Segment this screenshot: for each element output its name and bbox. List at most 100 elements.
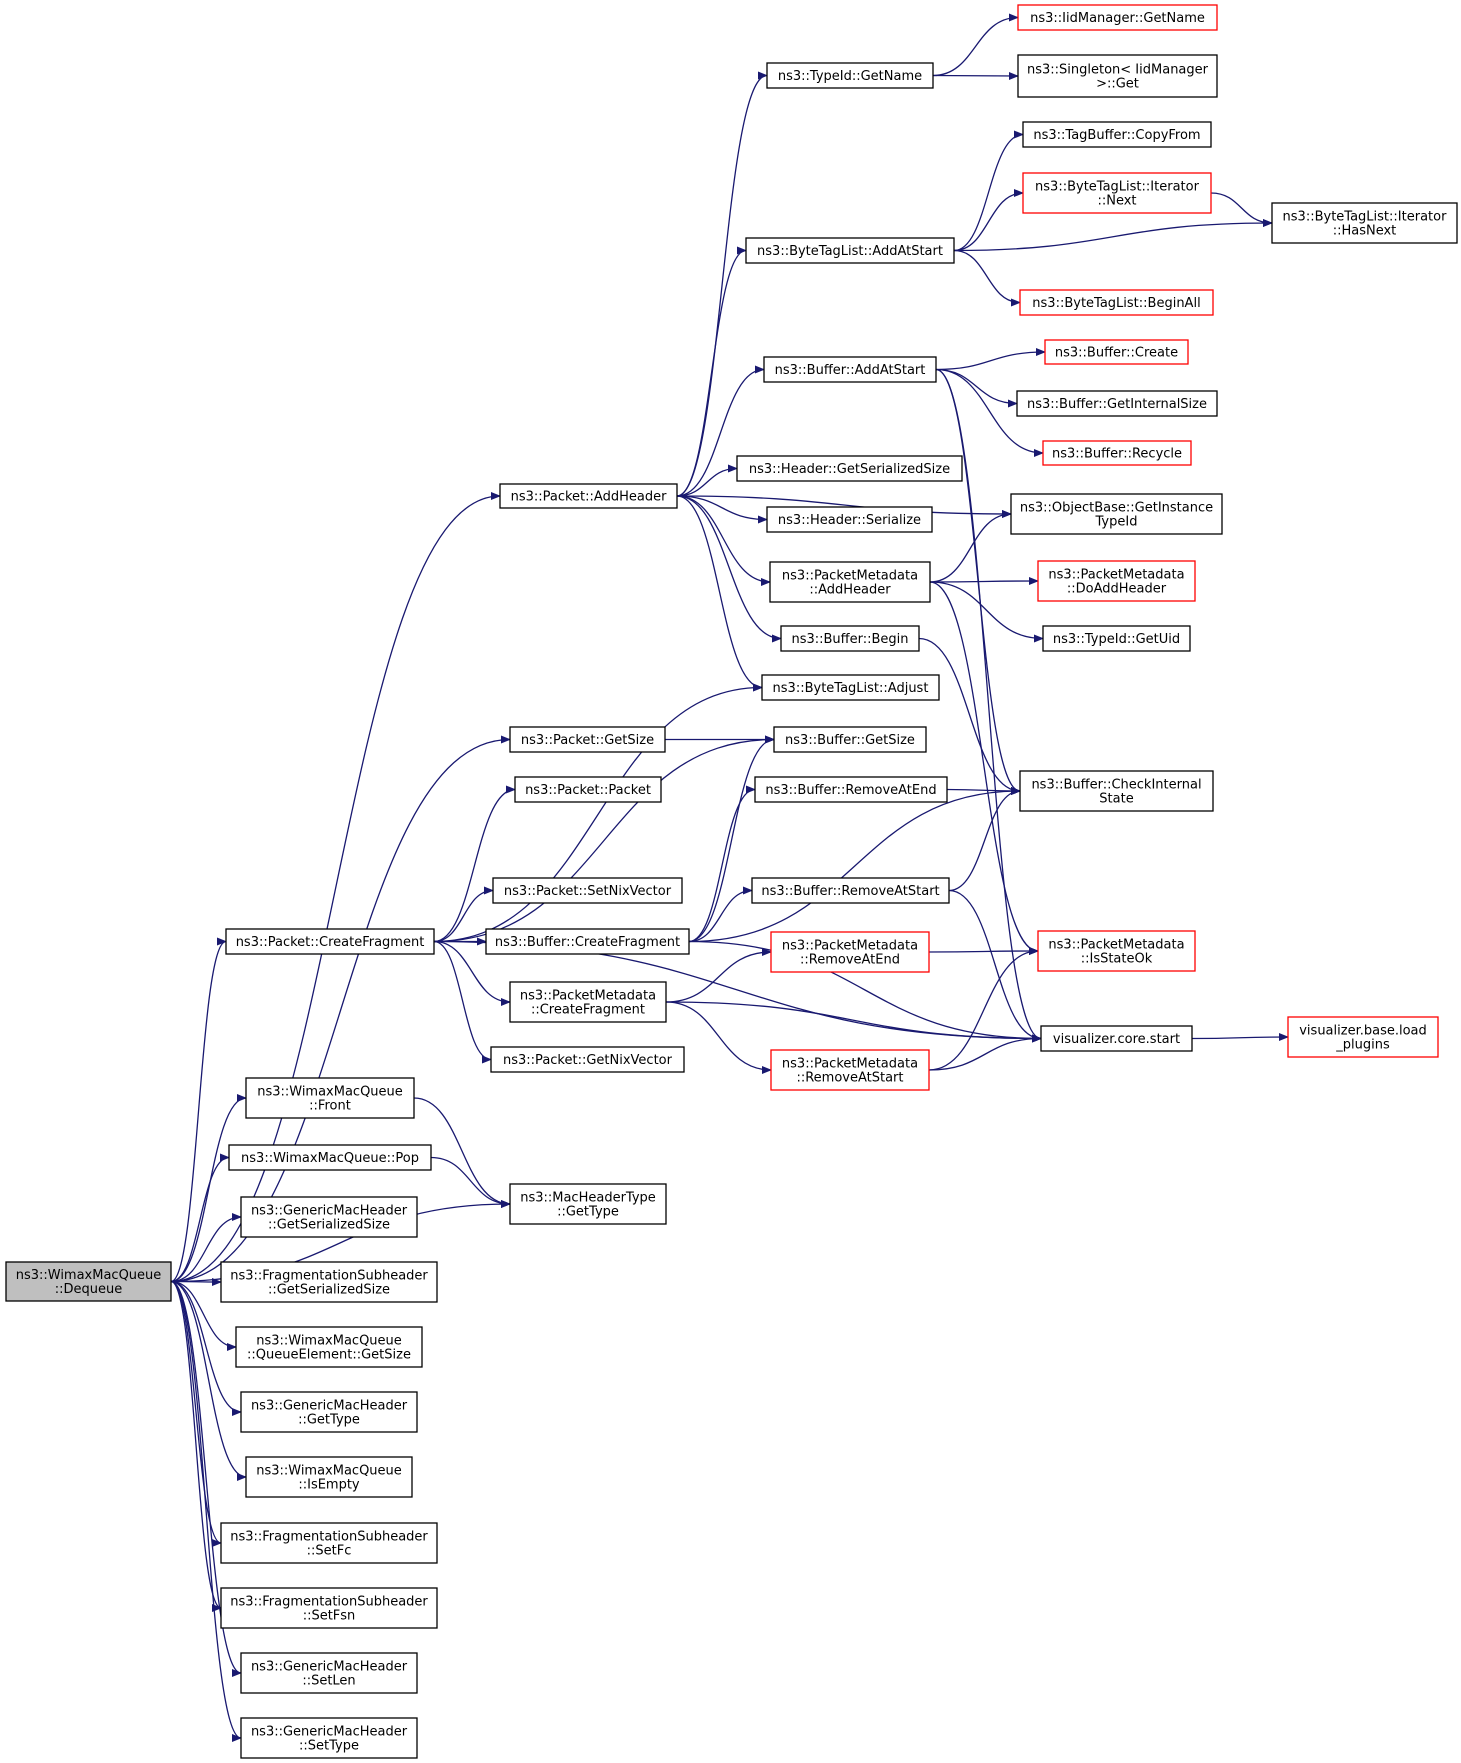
node-box xyxy=(245,1077,415,1119)
edge-btlAddAtStart-to-btlHasNext xyxy=(953,219,1273,252)
node-tagCopyFrom[interactable]: ns3::TagBuffer::CopyFrom xyxy=(1022,121,1212,148)
node-box xyxy=(745,237,955,264)
edge-dequeue-to-wmqIsEmpty xyxy=(170,1280,247,1481)
node-hdrGetSerSize[interactable]: ns3::Header::GetSerializedSize xyxy=(736,455,963,482)
node-box xyxy=(766,62,934,89)
node-box xyxy=(5,1261,172,1302)
node-qeGetSize[interactable]: ns3::WimaxMacQueue::QueueElement::GetSiz… xyxy=(235,1326,423,1368)
node-label: ns3::TypeId::GetUid xyxy=(1053,632,1180,647)
node-box xyxy=(235,1326,423,1368)
node-box xyxy=(1019,289,1214,316)
node-label: ::SetFc xyxy=(307,1544,352,1559)
node-hdrSerialize[interactable]: ns3::Header::Serialize xyxy=(766,506,933,533)
edge-bufCreateFragment-to-bufRemoveAtStart xyxy=(688,886,753,943)
node-btlBeginAll[interactable]: ns3::ByteTagList::BeginAll xyxy=(1019,289,1214,316)
edge-pmAddHeader-to-pmDoAddHeader xyxy=(929,577,1039,586)
node-gmhGetSerSize[interactable]: ns3::GenericMacHeader::GetSerializedSize xyxy=(240,1196,418,1238)
node-typeIdGetUid[interactable]: ns3::TypeId::GetUid xyxy=(1042,625,1191,652)
node-label: ::SetLen xyxy=(302,1674,355,1689)
node-pmIsStateOk[interactable]: ns3::PacketMetadata::IsStateOk xyxy=(1037,930,1196,972)
node-pktGetNix[interactable]: ns3::Packet::GetNixVector xyxy=(490,1046,685,1073)
node-bufBegin[interactable]: ns3::Buffer::Begin xyxy=(780,625,920,652)
node-addHeader[interactable]: ns3::Packet::AddHeader xyxy=(499,483,678,509)
node-gmhSetType[interactable]: ns3::GenericMacHeader::SetType xyxy=(240,1717,418,1759)
node-box xyxy=(763,356,937,383)
node-wmqFront[interactable]: ns3::WimaxMacQueue::Front xyxy=(245,1077,415,1119)
node-pmDoAddHeader[interactable]: ns3::PacketMetadata::DoAddHeader xyxy=(1037,560,1196,602)
node-label: visualizer.core.start xyxy=(1053,1032,1180,1047)
node-btlNext[interactable]: ns3::ByteTagList::Iterator::Next xyxy=(1022,172,1212,214)
node-fsSetFsn[interactable]: ns3::FragmentationSubheader::SetFsn xyxy=(220,1587,438,1629)
node-box xyxy=(1010,493,1223,535)
node-box xyxy=(485,928,690,955)
node-label: ::QueueElement::GetSize xyxy=(247,1348,411,1363)
edge-addHeader-to-btlAdjust xyxy=(676,495,763,692)
node-wmqPop[interactable]: ns3::WimaxMacQueue::Pop xyxy=(228,1144,432,1171)
node-bufCreateFragment[interactable]: ns3::Buffer::CreateFragment xyxy=(485,928,690,955)
node-vizLoad[interactable]: visualizer.base.load_plugins xyxy=(1287,1016,1439,1058)
node-bufGetSize[interactable]: ns3::Buffer::GetSize xyxy=(773,726,927,753)
edge-bufRemoveAtStart-to-vizStart xyxy=(948,889,1042,1043)
node-label: ::IsEmpty xyxy=(298,1478,360,1493)
node-label: ns3::FragmentationSubheader xyxy=(230,1530,428,1545)
edge-pmRemoveAtEnd-to-pmIsStateOk xyxy=(928,947,1039,956)
node-bufRemoveAtEnd[interactable]: ns3::Buffer::RemoveAtEnd xyxy=(754,776,948,803)
node-btlAdjust[interactable]: ns3::ByteTagList::Adjust xyxy=(761,674,940,701)
node-label: ns3::Buffer::RemoveAtEnd xyxy=(765,783,936,798)
node-gmhGetType[interactable]: ns3::GenericMacHeader::GetType xyxy=(240,1391,418,1433)
node-label: ns3::Buffer::GetSize xyxy=(785,733,915,748)
node-iidGetName[interactable]: ns3::IidManager::GetName xyxy=(1017,4,1218,31)
node-gmhSetLen[interactable]: ns3::GenericMacHeader::SetLen xyxy=(240,1652,418,1694)
edge-pktCreateFragment-to-pktPacket xyxy=(433,785,516,943)
edge-dequeue-to-wmqPop xyxy=(170,1153,230,1283)
node-pmRemoveAtEnd[interactable]: ns3::PacketMetadata::RemoveAtEnd xyxy=(770,931,930,973)
node-bufRemoveAtStart[interactable]: ns3::Buffer::RemoveAtStart xyxy=(751,877,950,904)
node-fsSetFc[interactable]: ns3::FragmentationSubheader::SetFc xyxy=(220,1522,438,1564)
edge-bufAddAtStart-to-vizStart xyxy=(935,368,1042,1043)
edge-bufRemoveAtEnd-to-bufCheckInternal xyxy=(946,786,1021,795)
edge-dequeue-to-pktCreateFragment xyxy=(170,937,227,1283)
node-label: ns3::ByteTagList::AddAtStart xyxy=(757,244,943,259)
node-typeIdGetName[interactable]: ns3::TypeId::GetName xyxy=(766,62,934,89)
node-wmqIsEmpty[interactable]: ns3::WimaxMacQueue::IsEmpty xyxy=(245,1456,413,1498)
node-bufRecycle[interactable]: ns3::Buffer::Recycle xyxy=(1042,440,1192,466)
node-vizStart[interactable]: visualizer.core.start xyxy=(1040,1025,1193,1052)
node-label: ns3::GenericMacHeader xyxy=(251,1660,408,1675)
node-bufCreate[interactable]: ns3::Buffer::Create xyxy=(1044,339,1189,365)
node-label: TypeId xyxy=(1095,515,1138,530)
node-mhtGetType[interactable]: ns3::MacHeaderType::GetType xyxy=(509,1183,667,1225)
node-label: ns3::TypeId::GetName xyxy=(778,69,922,84)
node-pktCreateFragment[interactable]: ns3::Packet::CreateFragment xyxy=(225,928,435,955)
node-label: State xyxy=(1099,792,1133,807)
node-bufGetInternalSize[interactable]: ns3::Buffer::GetInternalSize xyxy=(1016,390,1218,417)
node-label: ns3::WimaxMacQueue xyxy=(256,1464,402,1479)
node-box xyxy=(1022,172,1212,214)
node-pmCreateFragment[interactable]: ns3::PacketMetadata::CreateFragment xyxy=(509,981,667,1023)
node-label: ns3::Header::GetSerializedSize xyxy=(749,462,950,477)
node-box xyxy=(1042,440,1192,466)
node-box xyxy=(490,1046,685,1073)
node-pktPacket[interactable]: ns3::Packet::Packet xyxy=(514,776,662,803)
node-box xyxy=(499,483,678,509)
node-label: _plugins xyxy=(1335,1038,1390,1053)
node-singletonGet[interactable]: ns3::Singleton< IidManager>::Get xyxy=(1017,54,1218,98)
node-fsGetSerSize[interactable]: ns3::FragmentationSubheader::GetSerializ… xyxy=(220,1261,438,1303)
node-bufAddAtStart[interactable]: ns3::Buffer::AddAtStart xyxy=(763,356,937,383)
node-btlAddAtStart[interactable]: ns3::ByteTagList::AddAtStart xyxy=(745,237,955,264)
node-box xyxy=(220,1522,438,1564)
edge-bufAddAtStart-to-bufCreate xyxy=(935,348,1046,371)
node-pmAddHeader[interactable]: ns3::PacketMetadata::AddHeader xyxy=(769,561,931,603)
edge-vizStart-to-vizLoad xyxy=(1191,1033,1289,1042)
node-pmRemoveAtStart[interactable]: ns3::PacketMetadata::RemoveAtStart xyxy=(770,1049,930,1091)
edge-btlAddAtStart-to-btlBeginAll xyxy=(953,249,1021,307)
node-pktSetNix[interactable]: ns3::Packet::SetNixVector xyxy=(492,877,683,904)
node-btlHasNext[interactable]: ns3::ByteTagList::Iterator::HasNext xyxy=(1271,202,1458,244)
node-pktGetSize[interactable]: ns3::Packet::GetSize xyxy=(509,726,666,753)
node-box xyxy=(509,726,666,753)
node-box xyxy=(1016,390,1218,417)
node-label: ::Front xyxy=(309,1099,351,1114)
node-box xyxy=(228,1144,432,1171)
node-label: ns3::GenericMacHeader xyxy=(251,1204,408,1219)
